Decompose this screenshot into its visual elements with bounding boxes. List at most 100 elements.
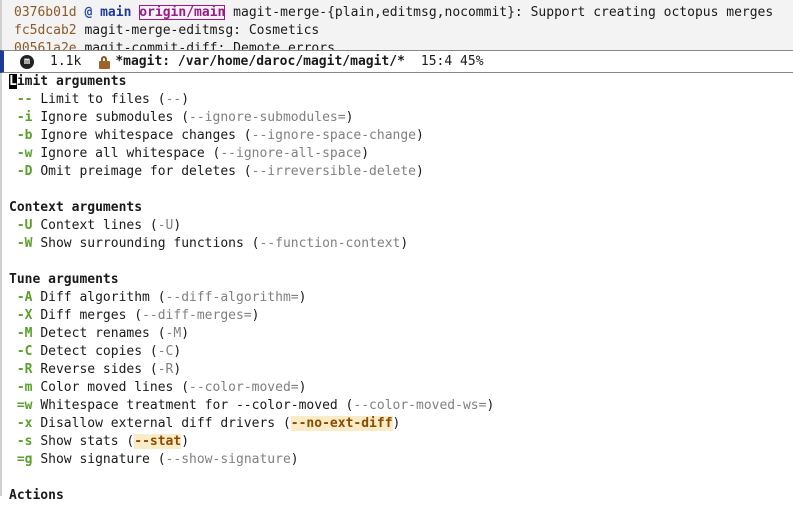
transient-option[interactable]: -X Diff merges (--diff-merges=): [9, 307, 793, 325]
option-argument: --ignore-submodules=: [189, 110, 346, 125]
punctuation: [9, 452, 17, 467]
cursor: L: [9, 74, 17, 89]
punctuation: [9, 218, 17, 233]
log-line[interactable]: 0376b01d @ main origin/main magit-merge-…: [2, 4, 793, 22]
punctuation: ): [416, 128, 424, 143]
transient-option[interactable]: -R Reverse sides (-R): [9, 361, 793, 379]
punctuation: ): [345, 110, 354, 125]
option-key[interactable]: =w: [16, 398, 33, 413]
punctuation: ): [400, 236, 409, 251]
option-description: Ignore all whitespace: [40, 146, 205, 161]
punctuation: [225, 5, 233, 20]
transient-option[interactable]: -C Detect copies (-C): [9, 343, 793, 361]
punctuation: ): [298, 290, 307, 305]
option-description: Detect renames: [40, 326, 150, 341]
transient-option[interactable]: -s Show stats (--stat): [9, 433, 793, 451]
option-argument: --: [165, 92, 182, 107]
punctuation: (: [173, 380, 190, 395]
option-argument: --stat: [134, 434, 182, 449]
magit-icon: m: [20, 54, 34, 69]
punctuation: (: [142, 362, 158, 377]
option-description: Limit to files: [40, 92, 150, 107]
transient-option[interactable]: -A Diff algorithm (--diff-algorithm=): [9, 289, 793, 307]
punctuation: [9, 434, 17, 449]
option-key[interactable]: --: [16, 92, 33, 107]
option-description: Omit preimage for deletes: [40, 164, 236, 179]
option-key[interactable]: -M: [16, 326, 33, 341]
punctuation: [9, 308, 17, 323]
option-key[interactable]: -U: [16, 218, 33, 233]
option-key[interactable]: -R: [16, 362, 33, 377]
option-description: Show surrounding functions: [40, 236, 244, 251]
punctuation: [9, 344, 17, 359]
punctuation: (: [275, 416, 291, 431]
lock-icon: [99, 55, 111, 69]
option-argument: -R: [157, 362, 174, 377]
branch-label: main: [100, 5, 132, 20]
punctuation: (: [235, 164, 252, 179]
punctuation: (: [149, 92, 166, 107]
punctuation: (: [149, 290, 166, 305]
punctuation: (: [142, 218, 158, 233]
section-title: Limit arguments: [9, 73, 793, 91]
punctuation: [9, 380, 17, 395]
transient-option[interactable]: =g Show signature (--show-signature): [9, 451, 793, 469]
transient-option[interactable]: -- Limit to files (--): [9, 91, 793, 109]
option-argument: -U: [157, 218, 174, 233]
option-description: Ignore whitespace changes: [40, 128, 236, 143]
option-key[interactable]: -i: [16, 110, 33, 125]
option-argument: --color-moved-ws=: [353, 398, 487, 413]
punctuation: [9, 362, 17, 377]
commit-hash: 00561a2e: [14, 41, 77, 50]
head-marker: @: [84, 5, 93, 20]
option-argument: --irreversible-delete: [251, 164, 417, 179]
transient-option[interactable]: -D Omit preimage for deletes (--irrevers…: [9, 163, 793, 181]
option-key[interactable]: -W: [16, 236, 33, 251]
transient-option[interactable]: -b Ignore whitespace changes (--ignore-s…: [9, 127, 793, 145]
punctuation: ): [290, 452, 299, 467]
punctuation: [9, 92, 17, 107]
option-key[interactable]: -X: [16, 308, 33, 323]
option-key[interactable]: -C: [16, 344, 33, 359]
punctuation: [9, 398, 17, 413]
punctuation: [9, 146, 17, 161]
transient-option[interactable]: -i Ignore submodules (--ignore-submodule…: [9, 109, 793, 127]
punctuation: [92, 5, 100, 20]
remote-branch-label: origin/main: [139, 5, 226, 20]
option-description: Color moved lines: [40, 380, 174, 395]
option-description: Detect copies: [40, 344, 143, 359]
punctuation: ): [416, 164, 424, 179]
option-description: Ignore submodules: [40, 110, 174, 125]
section-title: Actions: [9, 488, 64, 503]
transient-option[interactable]: -M Detect renames (-M): [9, 325, 793, 343]
option-argument: --ignore-all-space: [220, 146, 362, 161]
log-line[interactable]: 00561a2e magit-commit-diff: Demote error…: [2, 40, 793, 50]
transient-option[interactable]: -W Show surrounding functions (--functio…: [9, 235, 793, 253]
transient-option[interactable]: -U Context lines (-U): [9, 217, 793, 235]
punctuation: (: [173, 110, 190, 125]
option-key[interactable]: -w: [16, 146, 33, 161]
transient-option[interactable]: -x Disallow external diff drivers (--no-…: [9, 415, 793, 433]
transient-option[interactable]: -w Ignore all whitespace (--ignore-all-s…: [9, 145, 793, 163]
option-description: Show signature: [40, 452, 150, 467]
option-description: Diff algorithm: [40, 290, 150, 305]
punctuation: [9, 110, 17, 125]
punctuation: [9, 236, 17, 251]
option-key[interactable]: -D: [16, 164, 33, 179]
option-key[interactable]: -s: [16, 434, 33, 449]
log-line[interactable]: fc5dcab2 magit-merge-editmsg: Cosmetics: [2, 22, 793, 40]
section-title-text: imit arguments: [16, 74, 127, 89]
punctuation: (: [204, 146, 221, 161]
section-title: Context arguments: [9, 200, 143, 215]
option-key[interactable]: -m: [16, 380, 33, 395]
transient-option[interactable]: -m Color moved lines (--color-moved=): [9, 379, 793, 397]
option-key[interactable]: -A: [16, 290, 33, 305]
punctuation: (: [126, 308, 143, 323]
buffer-name: *magit: /var/home/daroc/magit/magit/*: [115, 54, 405, 69]
option-key[interactable]: -b: [16, 128, 33, 143]
punctuation: ): [298, 380, 307, 395]
option-key[interactable]: =g: [16, 452, 33, 467]
option-key[interactable]: -x: [16, 416, 33, 431]
transient-option[interactable]: =w Whitespace treatment for --color-move…: [9, 397, 793, 415]
option-description: Reverse sides: [40, 362, 143, 377]
